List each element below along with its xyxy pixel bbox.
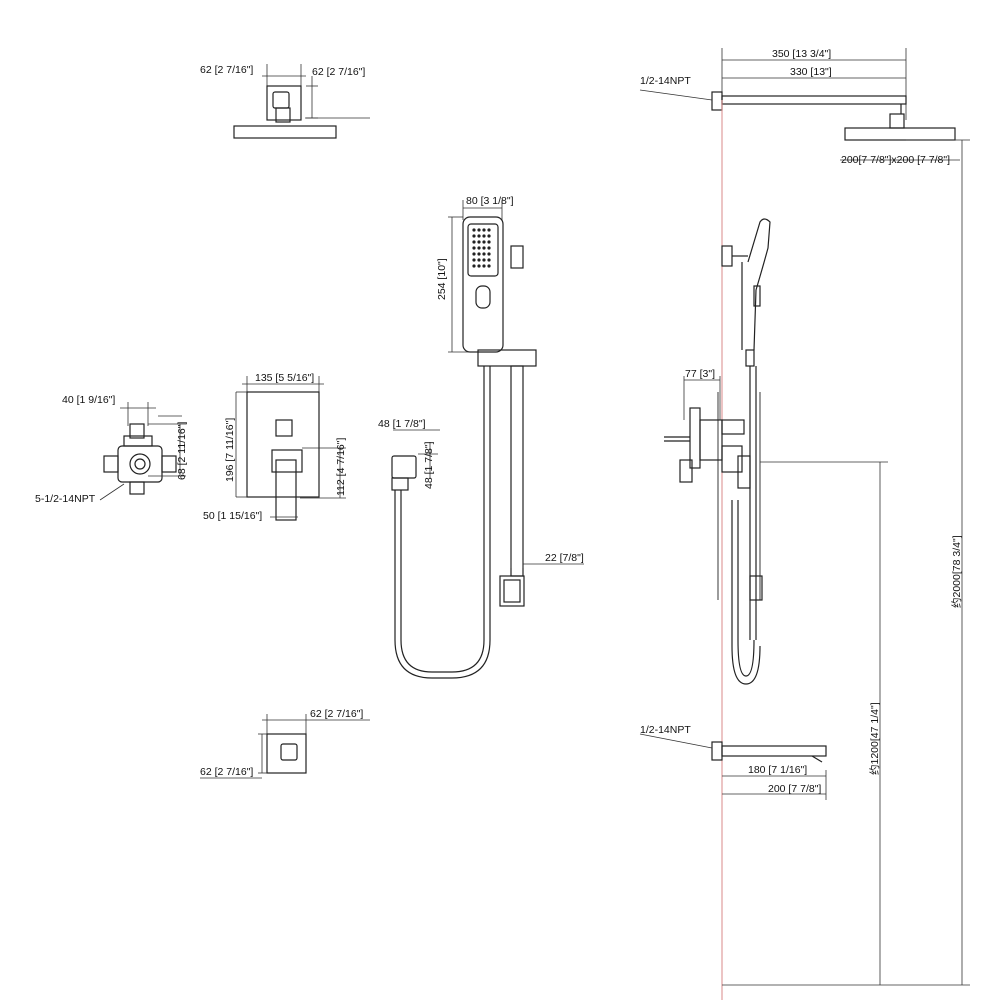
arm-reach-label: 330 [13"]: [790, 66, 832, 78]
tub-width-label: 62 [2 7/16"]: [310, 708, 363, 720]
spout-reach-label: 180 [7 1/16"]: [748, 764, 807, 776]
shower-arm-detail: [639, 48, 960, 161]
rs-top-depth-label: 62 [2 7/16"]: [312, 66, 365, 78]
shower-head-top-detail: [233, 64, 370, 139]
height-total-label: 约2000[78 3/4"]: [950, 535, 963, 608]
hand-shower-slide-bar: [391, 200, 584, 679]
handle-depth-label: 50 [1 15/16"]: [203, 510, 262, 522]
plate-width-label: 135 [5 5/16"]: [255, 372, 314, 384]
arm-length-label: 350 [13 3/4"]: [772, 48, 831, 60]
trim-plate-detail: [235, 376, 346, 521]
elbow-height-label: 48 [1 7/8"]: [423, 441, 435, 489]
rs-top-width-label: 62 [2 7/16"]: [200, 64, 253, 76]
head-size-label: 200[7 7/8"]x200 [7 7/8"]: [841, 154, 950, 166]
valve-npt-label: 5-1/2-14NPT: [35, 493, 96, 505]
tub-height-label: 62 [2 7/16"]: [200, 766, 253, 778]
plate-height-label: 196 [7 11/16"]: [224, 418, 236, 482]
npt-top-label: 1/2-14NPT: [640, 75, 691, 87]
valve-height-label: 68 [2 11/16"]: [176, 422, 188, 480]
side-assembly: [639, 100, 970, 1000]
side-depth-label: 77 [3"]: [685, 368, 715, 380]
spout-length-label: 200 [7 7/8"]: [768, 783, 821, 795]
npt-bottom-label: 1/2-14NPT: [640, 724, 691, 736]
rough-valve-detail: [99, 402, 186, 501]
valve-width-label: 40 [1 9/16"]: [62, 394, 115, 406]
tub-spout-front-detail: [200, 714, 370, 779]
bar-width-label: 22 [7/8"]: [545, 552, 584, 564]
hand-width-label: 80 [3 1/8"]: [466, 195, 514, 207]
height-spout-label: 约1200[47 1/4"]: [868, 702, 881, 775]
elbow-width-label: 48 [1 7/8"]: [378, 418, 426, 430]
handle-height-label: 112 [4 7/16"]: [335, 438, 347, 496]
hand-height-label: 254 [10"]: [436, 258, 448, 300]
